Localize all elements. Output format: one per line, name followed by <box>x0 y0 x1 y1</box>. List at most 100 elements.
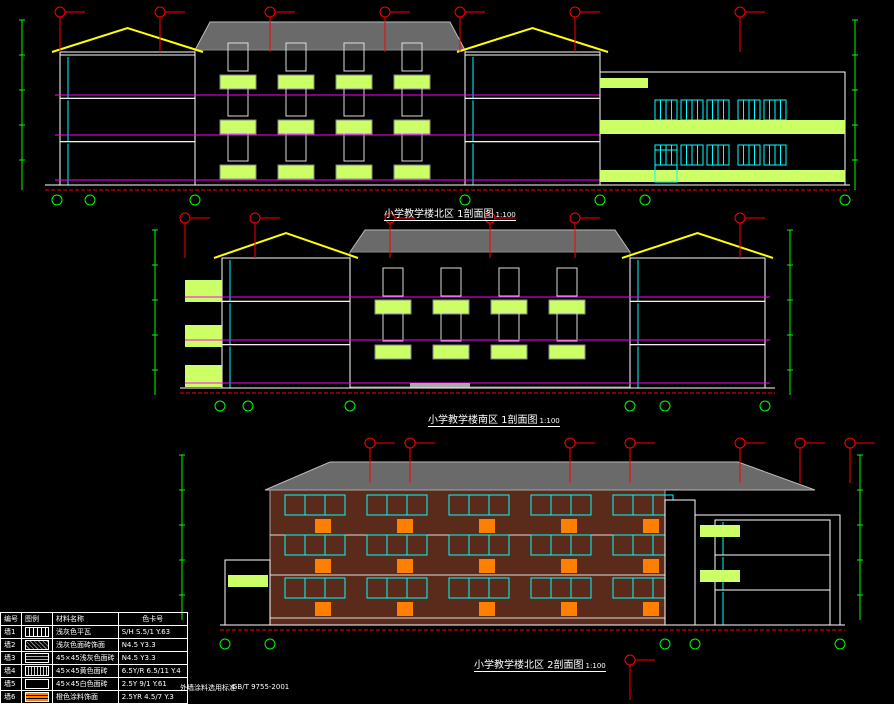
drawing-title-text: 小学教学楼北区 2剖面图 <box>474 660 584 671</box>
window <box>366 534 428 556</box>
legend-code: N4.5 Y3.3 <box>117 638 188 652</box>
grid-axis-bubble <box>344 400 356 412</box>
legend-header-row: 编号 图例 材料名称 色卡号 <box>0 612 188 626</box>
orange-panel <box>643 559 659 573</box>
legend-swatch <box>21 664 53 678</box>
window-opening <box>498 312 520 342</box>
window-opening <box>227 87 249 117</box>
grid-axis-bubble <box>839 194 851 206</box>
legend-id: 墙2 <box>0 638 22 652</box>
window-opening <box>343 132 365 162</box>
drawing-scale: 1:100 <box>585 662 606 670</box>
window-opening <box>285 87 307 117</box>
annotation-marker <box>179 212 191 224</box>
balcony-railing <box>700 570 740 582</box>
window <box>284 494 346 516</box>
orange-panel <box>315 602 331 616</box>
window-opening <box>401 87 423 117</box>
grid-axis-bubble <box>84 194 96 206</box>
balcony-railing <box>277 119 315 135</box>
window <box>284 577 346 599</box>
legend-id: 墙3 <box>0 651 22 665</box>
balcony-railing <box>432 299 470 315</box>
balcony-railing <box>335 119 373 135</box>
annotation-marker <box>364 437 376 449</box>
balcony-railing <box>393 164 431 180</box>
room-section <box>221 257 351 302</box>
balcony-railing <box>228 575 268 587</box>
legend-material: 浅灰色面砖饰面 <box>52 638 119 652</box>
legend-swatch <box>21 677 53 691</box>
legend-id: 墙6 <box>0 690 22 704</box>
balcony-railing <box>219 74 257 90</box>
entrance-step <box>410 383 470 388</box>
drawing-title-text: 小学教学楼北区 1剖面图 <box>384 209 494 220</box>
legend-code: S/H S.5/1 Y.63 <box>117 625 188 639</box>
legend-code: 2.5Y 9/1 Y.61 <box>117 677 188 691</box>
left-wing <box>59 51 196 186</box>
legend-material: 45×45黄色面砖 <box>52 664 119 678</box>
grid-axis-bubble <box>594 194 606 206</box>
window-opening <box>285 42 307 72</box>
window <box>530 534 592 556</box>
room-section <box>221 344 351 389</box>
window <box>366 494 428 516</box>
orange-panel <box>479 519 495 533</box>
orange-panel <box>397 602 413 616</box>
window <box>284 534 346 556</box>
window <box>366 577 428 599</box>
balcony-railing <box>219 164 257 180</box>
orange-panel <box>479 602 495 616</box>
window-opening <box>440 267 462 297</box>
grid-axis-bubble <box>759 400 771 412</box>
grid-axis-bubble <box>214 400 226 412</box>
balcony-railing <box>548 299 586 315</box>
middle-block <box>194 49 466 186</box>
grid-axis-bubble <box>51 194 63 206</box>
balcony-railing <box>490 344 528 360</box>
orange-panel <box>561 559 577 573</box>
orange-panel <box>397 559 413 573</box>
window-opening <box>440 312 462 342</box>
balcony-railing <box>185 365 222 387</box>
orange-panel <box>479 559 495 573</box>
tile-roof <box>194 21 466 51</box>
room-section <box>464 54 601 99</box>
balcony-railing <box>548 344 586 360</box>
balcony-railing <box>600 170 845 182</box>
room-section <box>629 300 766 346</box>
room-section <box>59 54 196 99</box>
right-wing <box>464 51 601 186</box>
grid-axis-bubble <box>834 638 846 650</box>
footer-note: 外墙涂料选用标准 <box>180 684 236 692</box>
legend-swatch <box>21 638 53 652</box>
annotation-marker <box>264 6 276 18</box>
balcony-railing <box>600 78 648 88</box>
window-opening <box>343 87 365 117</box>
legend-material: 浅灰色平瓦 <box>52 625 119 639</box>
room-section <box>464 141 601 186</box>
annotation-marker <box>734 437 746 449</box>
legend-id: 墙4 <box>0 664 22 678</box>
orange-panel <box>561 519 577 533</box>
orange-panel <box>643 519 659 533</box>
tile-roof <box>264 461 816 491</box>
room-section <box>629 257 766 302</box>
window-opening <box>285 132 307 162</box>
left-annex <box>224 559 271 626</box>
gable-roof <box>213 231 359 259</box>
window-opening <box>556 312 578 342</box>
legend-material: 45×45浅灰色面砖 <box>52 651 119 665</box>
window <box>448 494 510 516</box>
legend-swatch <box>21 651 53 665</box>
legend-code: N4.5 Y3.3 <box>117 651 188 665</box>
annotation-marker <box>734 212 746 224</box>
annotation-marker <box>624 437 636 449</box>
